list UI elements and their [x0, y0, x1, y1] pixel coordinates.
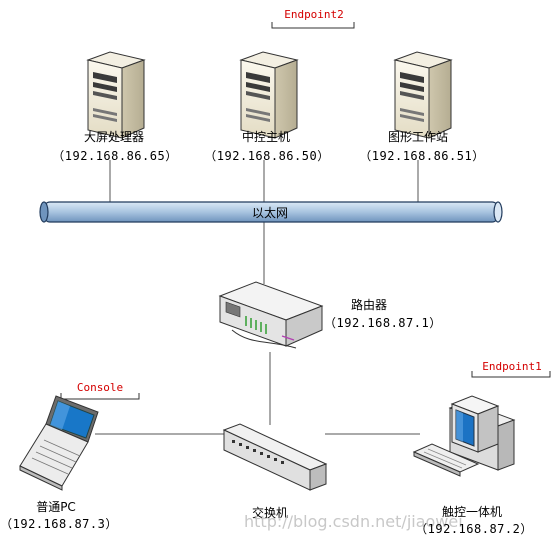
server-icon-large-screen [87, 51, 145, 139]
server-ip-large-screen: （192.168.86.65） [52, 149, 178, 163]
connection-lines [95, 160, 420, 435]
server-label-graphics-workstation: 图形工作站 [387, 130, 449, 144]
watermark: http://blog.csdn.net/jiaowei [244, 512, 463, 531]
ethernet-bus [39, 201, 503, 223]
laptop-label: 普通PC [36, 500, 76, 514]
server-ip-graphics-workstation: （192.168.86.51） [359, 149, 485, 163]
touch-pc-ip: （192.168.87.2） [415, 522, 533, 536]
router-icon [218, 281, 324, 349]
server-label-large-screen: 大屏处理器 [83, 130, 145, 144]
server-label-central-control: 中控主机 [241, 130, 291, 144]
console-tag: Console [76, 381, 124, 394]
server-icon-central-control [240, 51, 298, 139]
switch-icon [222, 423, 328, 491]
endpoint1-tag: Endpoint1 [482, 360, 542, 373]
server-ip-central-control: （192.168.86.50） [204, 149, 330, 163]
router-ip: （192.168.87.1） [324, 316, 442, 330]
switch-label: 交换机 [251, 506, 289, 520]
tag-brackets [60, 22, 551, 400]
router-label: 路由器 [351, 298, 388, 312]
touch-pc-label: 触控一体机 [441, 505, 503, 519]
ethernet-label: 以太网 [251, 206, 289, 220]
laptop-ip: （192.168.87.3） [0, 517, 118, 531]
laptop-icon [19, 395, 99, 491]
server-icon-graphics-workstation [394, 51, 452, 139]
touch-pc-icon [412, 395, 516, 477]
endpoint2-tag: Endpoint2 [284, 8, 344, 21]
